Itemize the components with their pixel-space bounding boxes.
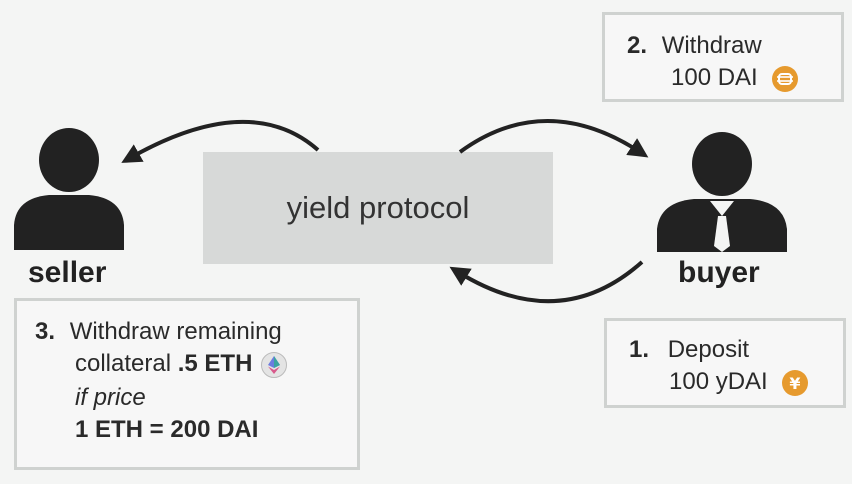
step-1-amount: 100 yDAI: [669, 368, 768, 395]
step-3-collateral-label: collateral: [75, 350, 178, 377]
seller-label: seller: [28, 256, 107, 289]
step-1-number: 1.: [629, 336, 650, 363]
step-3-condition: if price: [75, 384, 146, 411]
step-1-action: Deposit: [667, 336, 750, 363]
step-3-price: 1 ETH = 200 DAI: [75, 416, 259, 443]
step-2-box: 2. Withdraw 100 DAI: [602, 12, 844, 102]
ethereum-icon: [261, 351, 288, 378]
step-2-number: 2.: [627, 32, 648, 59]
yen-coin-icon: ¥: [782, 369, 809, 396]
step-3-box: 3. Withdraw remaining collateral .5 ETH …: [14, 298, 360, 470]
yield-protocol-label: yield protocol: [286, 190, 470, 225]
buyer-label: buyer: [678, 256, 760, 289]
step-3-collateral-amount: .5 ETH: [177, 350, 253, 377]
yield-protocol-box: yield protocol: [203, 152, 553, 264]
svg-text:¥: ¥: [790, 374, 801, 393]
step-2-action: Withdraw: [661, 32, 762, 59]
step-2-amount: 100 DAI: [671, 64, 758, 91]
dai-coin-icon: [772, 65, 799, 92]
seller-person-icon: [14, 128, 124, 250]
step-1-box: 1. Deposit 100 yDAI ¥: [604, 318, 846, 408]
step-3-action: Withdraw remaining: [69, 318, 282, 345]
buyer-person-icon: [657, 132, 787, 252]
step-3-number: 3.: [35, 318, 56, 345]
